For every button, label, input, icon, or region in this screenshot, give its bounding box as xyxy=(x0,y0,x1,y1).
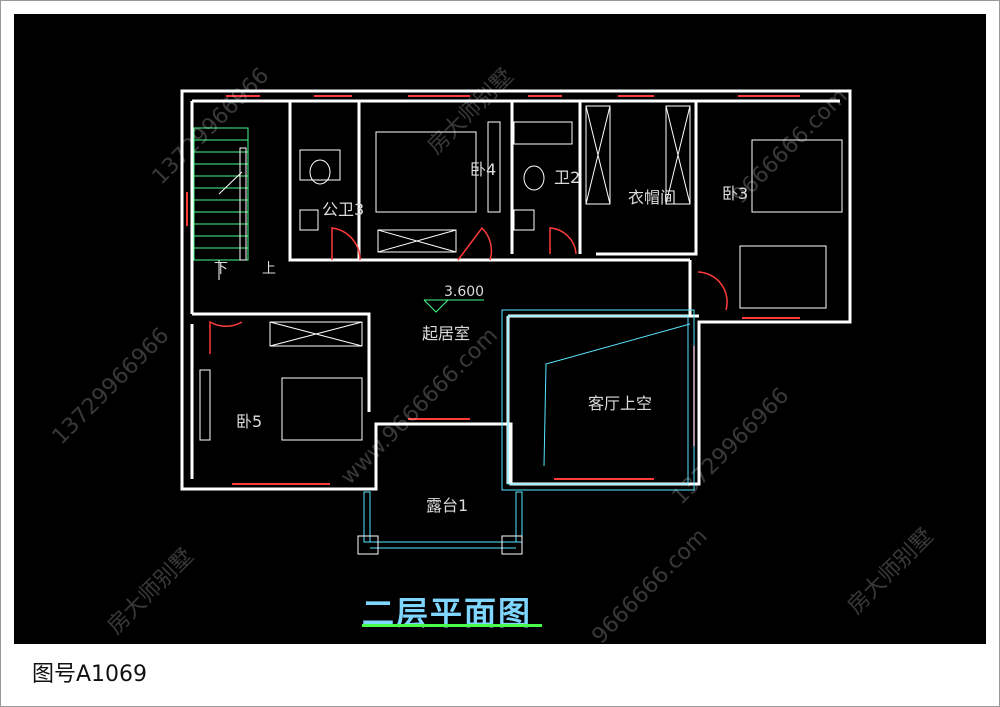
fixtures xyxy=(199,105,843,441)
room-label-bedroom-4: 卧4 xyxy=(470,160,497,179)
room-label-walk-in-closet: 衣帽间 xyxy=(628,188,677,207)
room-label-living-room: 起居室 xyxy=(422,324,471,343)
room-label-bath-2: 卫2 xyxy=(554,168,581,187)
plan-title-underline xyxy=(362,624,542,627)
room-label-public-bath-3: 公卫3 xyxy=(322,200,365,219)
drawing-number: 图号A1069 xyxy=(32,662,148,687)
doors xyxy=(209,226,728,354)
room-label-bedroom-5: 卧5 xyxy=(236,412,263,431)
elevation-marker xyxy=(423,299,484,313)
room-label-terrace-1: 露台1 xyxy=(426,496,469,515)
room-label-bedroom-3: 卧3 xyxy=(722,184,749,203)
stair-up-label: 上 xyxy=(262,261,276,277)
floor-plan-canvas: 3.600 公卫3 卧4 卫2 衣帽间 卧3 起居室 卧5 客厅上空 露台1 下… xyxy=(14,14,986,644)
void-and-terrace xyxy=(357,309,695,555)
plan-title: 二层平面图 xyxy=(362,594,533,632)
stairs xyxy=(193,127,249,280)
elevation-label: 3.600 xyxy=(444,284,485,300)
floor-plan-drawing xyxy=(180,89,852,555)
windows xyxy=(186,95,800,485)
room-label-void: 客厅上空 xyxy=(588,394,653,413)
stair-down-label: 下 xyxy=(214,261,228,277)
